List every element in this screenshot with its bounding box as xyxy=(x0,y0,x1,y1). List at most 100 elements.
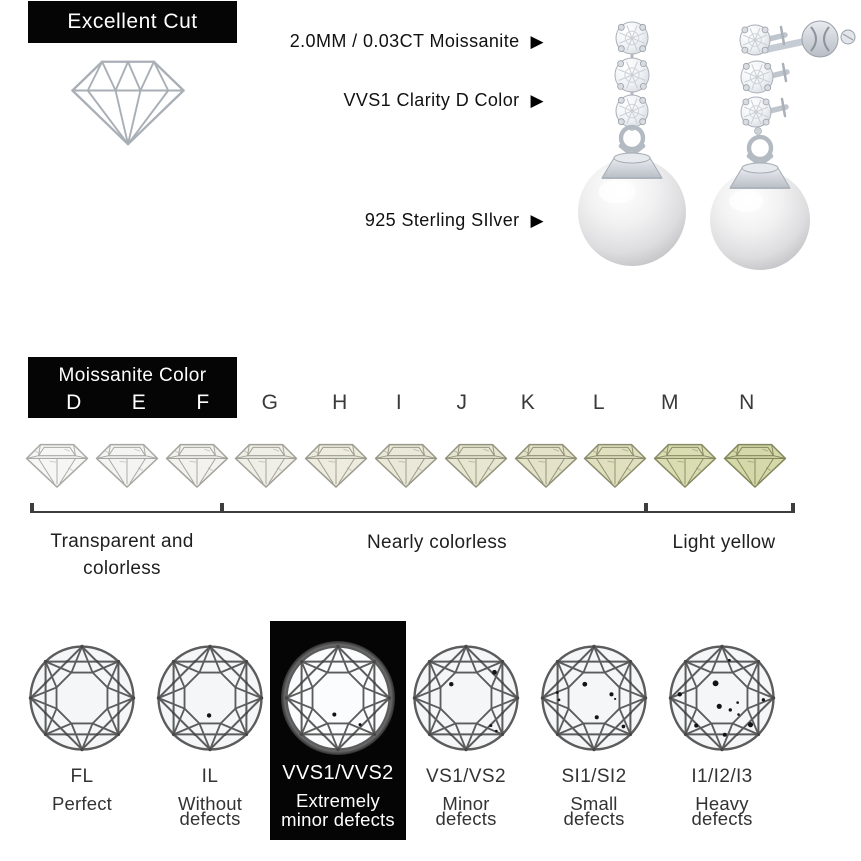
moissanite-stone xyxy=(615,21,649,55)
color-grade-diamond-K xyxy=(514,443,577,488)
clarity-diamond-wrap xyxy=(281,641,395,755)
color-grade-diamond-row xyxy=(24,440,788,488)
color-scale-tick-3 xyxy=(791,503,795,513)
clarity-description-line: Heavy xyxy=(695,793,749,814)
annotation-clarity-color: VVS1 Clarity D Color ▶ xyxy=(0,90,544,111)
clarity-grade-label: FL xyxy=(70,766,94,787)
pearl-drop-right xyxy=(710,134,810,270)
clarity-diamond-top-view xyxy=(668,644,776,752)
range-label-line: colorless xyxy=(83,558,161,579)
arrow-right-icon: ▶ xyxy=(530,211,544,230)
annotation-clarity-color-text: VVS1 Clarity D Color xyxy=(343,90,520,110)
clarity-grade-label: VS1/VS2 xyxy=(426,766,506,787)
color-grade-diamond-F xyxy=(165,443,228,488)
moissanite-stone xyxy=(614,57,650,93)
color-grade-diamond-L xyxy=(584,443,647,488)
diamond-side-view-svg xyxy=(71,60,185,146)
clarity-diamond-wrap xyxy=(153,641,267,755)
clarity-diamond-wrap xyxy=(409,641,523,755)
color-grade-diamond-I xyxy=(374,443,438,488)
moissanite-stone xyxy=(615,94,649,128)
clarity-diamond-wrap xyxy=(537,641,651,755)
excellent-cut-badge: Excellent Cut xyxy=(28,1,237,43)
color-grade-letter-J: J xyxy=(456,391,468,414)
moissanite-stone xyxy=(740,60,774,94)
color-grade-diamond-E xyxy=(95,443,158,488)
moissanite-stone xyxy=(740,96,772,128)
color-scale-tick-2 xyxy=(644,503,648,513)
moissanite-color-badge: Moissanite Color xyxy=(28,357,237,418)
clarity-description-line: minor defects xyxy=(281,809,395,830)
color-grade-letter-I: I xyxy=(395,391,403,414)
arrow-right-icon: ▶ xyxy=(530,91,544,110)
color-grade-diamond-G xyxy=(235,443,298,488)
moissanite-stone xyxy=(739,24,771,56)
clarity-description-line: Extremely xyxy=(295,790,381,811)
range-label-line: Transparent and xyxy=(50,531,194,552)
color-grade-diamond-J xyxy=(444,443,507,488)
clarity-grade-label: I1/I2/I3 xyxy=(691,766,753,787)
clarity-diamond-top-view xyxy=(284,644,392,752)
arrow-right-icon: ▶ xyxy=(530,32,544,51)
color-scale-line xyxy=(32,511,795,513)
moissanite-color-label: Moissanite Color xyxy=(58,365,207,386)
earrings-svg xyxy=(578,20,856,270)
color-grade-letter-G: G xyxy=(261,391,279,414)
clarity-description-line: defects xyxy=(691,808,753,829)
color-grade-diamond-M xyxy=(653,443,717,488)
clarity-grade-label: VVS1/VVS2 xyxy=(282,762,394,784)
color-grade-diamond-D xyxy=(25,443,89,488)
clarity-description-line: defects xyxy=(563,808,625,829)
color-grade-letter-N: N xyxy=(739,391,755,414)
clarity-description-line: Small xyxy=(570,793,618,814)
clarity-diamond-wrap xyxy=(25,641,139,755)
color-grade-letter-E: E xyxy=(131,391,147,414)
annotation-stone-size: 2.0MM / 0.03CT Moissanite ▶ xyxy=(0,31,544,52)
clarity-description-line: defects xyxy=(179,808,241,829)
range-transparent-colorless: Transparent and colorless xyxy=(30,528,214,582)
range-label-line: Light yellow xyxy=(672,532,776,553)
clarity-diamond-top-view xyxy=(28,644,136,752)
clarity-grade-label: SI1/SI2 xyxy=(561,766,627,787)
clarity-diamond-top-view xyxy=(156,644,264,752)
color-scale-tick-1 xyxy=(220,503,224,513)
color-scale-tick-0 xyxy=(30,503,34,513)
clarity-description: Perfect xyxy=(14,793,150,814)
pearl-drop-left xyxy=(578,124,686,266)
clarity-description-line: Perfect xyxy=(51,793,112,814)
annotation-metal-text: 925 Sterling SIlver xyxy=(364,210,520,230)
clarity-diamond-top-view xyxy=(412,644,520,752)
range-light-yellow: Light yellow xyxy=(664,529,784,556)
color-grade-letter-L: L xyxy=(592,391,606,414)
stud-post-and-back xyxy=(760,20,856,58)
annotation-stone-size-text: 2.0MM / 0.03CT Moissanite xyxy=(289,31,520,51)
excellent-cut-label: Excellent Cut xyxy=(67,10,198,33)
clarity-grade-label: IL xyxy=(201,766,219,787)
color-grade-letter-F: F xyxy=(196,391,210,414)
color-grade-letter-D: D xyxy=(66,391,82,414)
clarity-description-line: Without xyxy=(177,793,243,814)
color-grade-diamond-N xyxy=(723,443,787,488)
color-grade-letter-H: H xyxy=(332,391,348,414)
color-grade-letter-M: M xyxy=(661,391,679,414)
clarity-diamond-wrap xyxy=(665,641,779,755)
clarity-description-line: Minor xyxy=(442,793,490,814)
range-label-line: Nearly colorless xyxy=(367,532,507,553)
clarity-diamond-top-view xyxy=(540,644,648,752)
clarity-description-line: defects xyxy=(435,808,497,829)
color-grade-diamond-H xyxy=(304,443,368,488)
range-nearly-colorless: Nearly colorless xyxy=(352,529,522,556)
clarity-item-FL: FL Perfect xyxy=(14,621,150,840)
diamond-side-view-icon xyxy=(66,56,190,148)
color-grade-letter-K: K xyxy=(520,391,536,414)
